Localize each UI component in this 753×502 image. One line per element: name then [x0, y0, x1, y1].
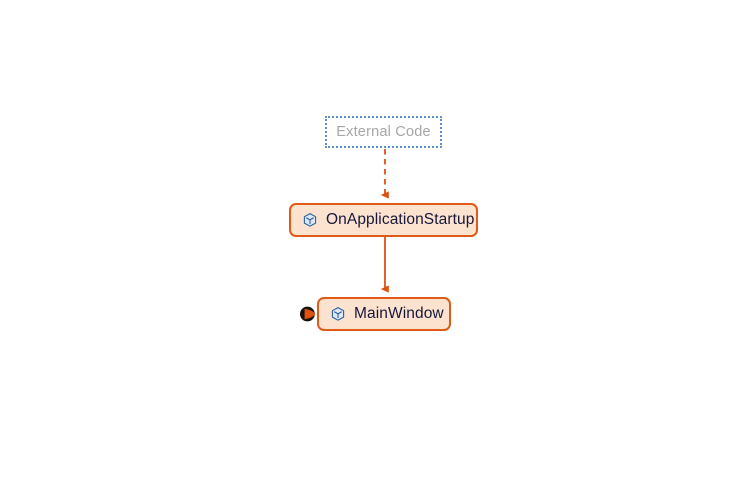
external-code-group[interactable]: External Code [325, 116, 442, 148]
node-on-application-startup[interactable]: OnApplicationStartup [289, 203, 478, 237]
node-main-window[interactable]: MainWindow [317, 297, 451, 331]
node-label-main-window: MainWindow [354, 305, 444, 323]
method-cube-icon [330, 306, 346, 322]
node-label-on-application-startup: OnApplicationStartup [326, 211, 475, 229]
external-code-label: External Code [336, 123, 431, 140]
method-cube-icon [302, 212, 318, 228]
current-stack-frame-marker[interactable] [299, 305, 317, 323]
